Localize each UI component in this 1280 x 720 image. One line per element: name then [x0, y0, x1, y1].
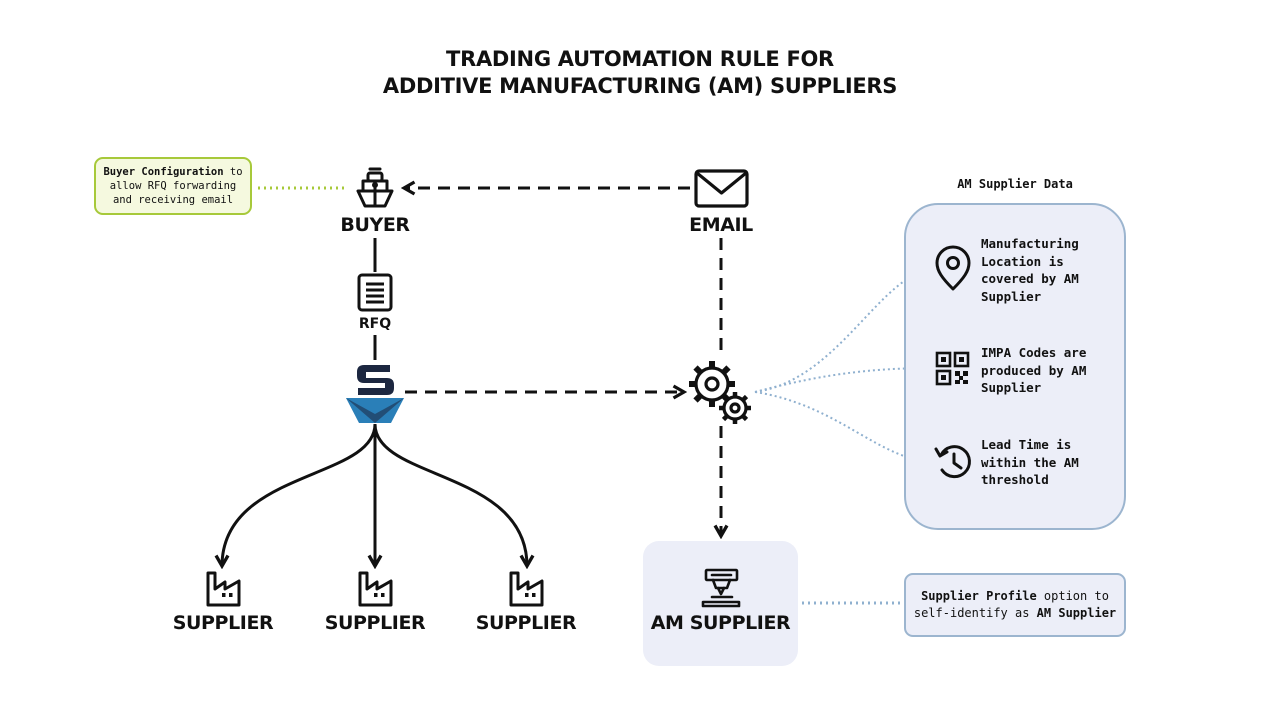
logo-to-supplier-3-connector: [373, 423, 527, 566]
gears-icon: [689, 361, 751, 424]
factory-icon: [509, 571, 544, 607]
history-clock-icon: [934, 445, 971, 479]
logo-to-supplier-1-connector: [222, 423, 377, 566]
document-icon: [357, 273, 393, 312]
am-supplier-data-title: AM Supplier Data: [957, 177, 1073, 191]
ship-icon: [356, 167, 394, 208]
rfq-label: RFQ: [358, 316, 392, 332]
supplier-2-label: SUPPLIER: [324, 612, 426, 634]
qr-code-icon: [935, 351, 970, 386]
buyer-configuration-note: Buyer Configuration to allow RFQ forward…: [94, 157, 252, 215]
data-item-location: Manufacturing Location is covered by AM …: [981, 236, 1079, 304]
gears-to-impa-connector: [754, 367, 937, 393]
location-pin-icon: [935, 245, 971, 291]
supplier-profile-bold: Supplier Profile: [921, 589, 1037, 603]
supplier-1-label: SUPPLIER: [172, 612, 274, 634]
platform-logo-icon: [346, 365, 404, 423]
page-title: TRADING AUTOMATION RULE FOR ADDITIVE MAN…: [0, 46, 1280, 100]
data-item-lead-time: Lead Time is within the AM threshold: [981, 437, 1079, 487]
supplier-profile-text: option to self-identify as: [913, 589, 1109, 620]
am-supplier-box: [643, 541, 798, 666]
buyer-label: BUYER: [340, 214, 410, 236]
supplier-profile-am-bold: AM Supplier: [1036, 606, 1117, 620]
factory-icon: [206, 571, 241, 607]
buyer-configuration-bold: Buyer Configuration: [103, 166, 224, 178]
buyer-configuration-text: to allow RFQ forwarding and receiving em…: [109, 166, 243, 206]
title-line-1: TRADING AUTOMATION RULE FOR: [446, 47, 834, 71]
data-item-impa-codes: IMPA Codes are produced by AM Supplier: [981, 345, 1087, 395]
gears-to-location-connector: [754, 267, 937, 393]
envelope-icon: [694, 169, 749, 208]
am-supplier-label: AM SUPPLIER: [650, 612, 791, 634]
title-line-2: ADDITIVE MANUFACTURING (AM) SUPPLIERS: [382, 74, 898, 98]
email-label: EMAIL: [689, 214, 753, 236]
supplier-profile-note: Supplier Profile option to self-identify…: [904, 573, 1126, 637]
factory-icon: [358, 571, 393, 607]
supplier-3-label: SUPPLIER: [475, 612, 577, 634]
